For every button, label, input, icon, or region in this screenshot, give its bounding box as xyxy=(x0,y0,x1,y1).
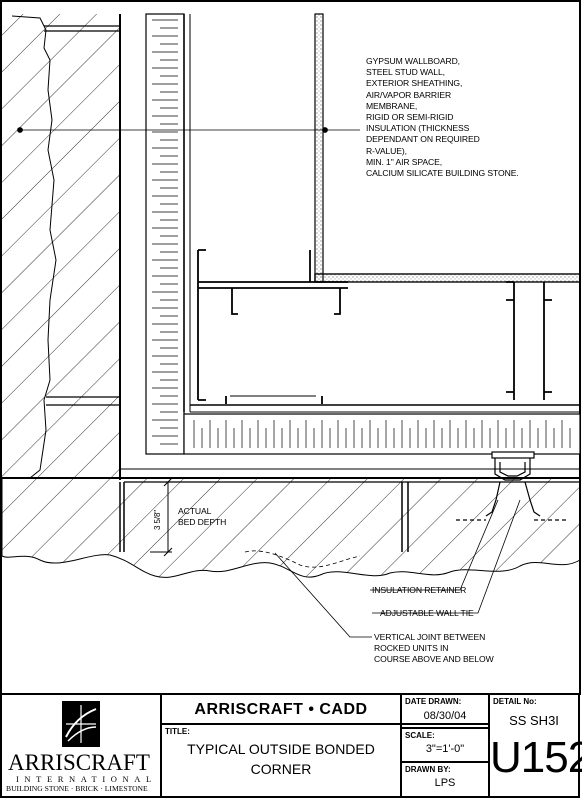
bed-depth-line-2: BED DEPTH xyxy=(178,517,227,528)
company-tagline: BUILDING STONE · BRICK · LIMESTONE xyxy=(6,784,148,793)
wall-assembly-line: MEMBRANE, xyxy=(366,100,418,111)
insulation-retainer-label: INSULATION RETAINER xyxy=(372,585,467,595)
date-cell: DATE DRAWN: 08/30/04 xyxy=(402,695,488,727)
company-sub: INTERNATIONAL xyxy=(16,774,157,784)
drawn-cell: DRAWN BY: LPS xyxy=(402,763,488,796)
dimension-text: 3 5/8" xyxy=(153,509,162,530)
title-line-2: CORNER xyxy=(250,761,312,777)
title-block: ARRISCRAFT INTERNATIONAL BUILDING STONE … xyxy=(0,693,582,798)
wall-assembly-line: R-VALUE), xyxy=(366,145,407,156)
header-text: ARRISCRAFT • CADD xyxy=(194,701,368,718)
horizontal-insulation xyxy=(183,404,581,455)
bed-depth-line-1: ACTUAL xyxy=(178,506,212,516)
bed-depth-label: ACTUAL BED DEPTH xyxy=(178,506,226,528)
wall-assembly-line: INSULATION (THICKNESS xyxy=(366,123,470,134)
wall-assembly-line: AIR/VAPOR BARRIER xyxy=(366,89,452,100)
wall-assembly-line: RIGID OR SEMI-RIGID xyxy=(366,112,454,123)
company-name: ARRISCRAFT xyxy=(8,750,150,775)
vertical-insulation xyxy=(145,13,191,455)
left-stone-column xyxy=(2,14,121,480)
scale-label: SCALE: xyxy=(405,731,435,740)
wall-assembly-line: CALCIUM SILICATE BUILDING STONE. xyxy=(366,168,519,179)
bed-depth-dimension xyxy=(150,477,173,557)
vertical-joint-line-2: ROCKED UNITS IN xyxy=(374,643,449,654)
title-label: TITLE: xyxy=(165,727,190,736)
wall-assembly-line: MIN. 1" AIR SPACE, xyxy=(366,156,443,167)
detail-number: U152 xyxy=(490,733,582,782)
date-value: 08/30/04 xyxy=(423,710,467,722)
gypsum-wallboard xyxy=(314,13,581,283)
arriscraft-logo-mark xyxy=(62,701,100,747)
wall-assembly-line: EXTERIOR SHEATHING, xyxy=(366,78,463,89)
wall-assembly-line: STEEL STUD WALL, xyxy=(366,67,445,78)
vertical-joint-line-1: VERTICAL JOINT BETWEEN xyxy=(374,632,486,642)
scale-cell: SCALE: 3"=1'-0" xyxy=(402,729,488,761)
title-cell: TITLE: TYPICAL OUTSIDE BONDED CORNER xyxy=(162,725,400,796)
wall-tie xyxy=(456,451,566,521)
date-label: DATE DRAWN: xyxy=(405,697,462,706)
section-drawing xyxy=(0,0,581,695)
wall-assembly-note: GYPSUM WALLBOARD,STEEL STUD WALL,EXTERIO… xyxy=(366,56,519,179)
header-cell: ARRISCRAFT • CADD xyxy=(162,695,400,723)
wall-tie-label: ADJUSTABLE WALL TIE xyxy=(380,608,474,618)
detail-series: SS SH3I xyxy=(509,713,559,728)
steel-studs xyxy=(197,249,552,404)
bottom-stone-course xyxy=(1,477,581,578)
drawn-value: LPS xyxy=(434,777,456,789)
drawn-label: DRAWN BY: xyxy=(405,765,451,774)
vertical-joint-line-3: COURSE ABOVE AND BELOW xyxy=(374,654,494,665)
vertical-joint-label: VERTICAL JOINT BETWEEN ROCKED UNITS IN C… xyxy=(374,632,494,666)
leader-lines xyxy=(17,127,521,638)
detail-label: DETAIL No: xyxy=(493,697,537,706)
detail-cell: DETAIL No: SS SH3I U152 xyxy=(490,695,582,796)
wall-assembly-line: DEPENDANT ON REQUIRED xyxy=(366,134,480,145)
scale-value: 3"=1'-0" xyxy=(425,743,465,755)
title-line-1: TYPICAL OUTSIDE BONDED xyxy=(187,741,375,757)
logo-cell: ARRISCRAFT INTERNATIONAL BUILDING STONE … xyxy=(2,695,160,796)
wall-assembly-line: GYPSUM WALLBOARD, xyxy=(366,56,460,66)
